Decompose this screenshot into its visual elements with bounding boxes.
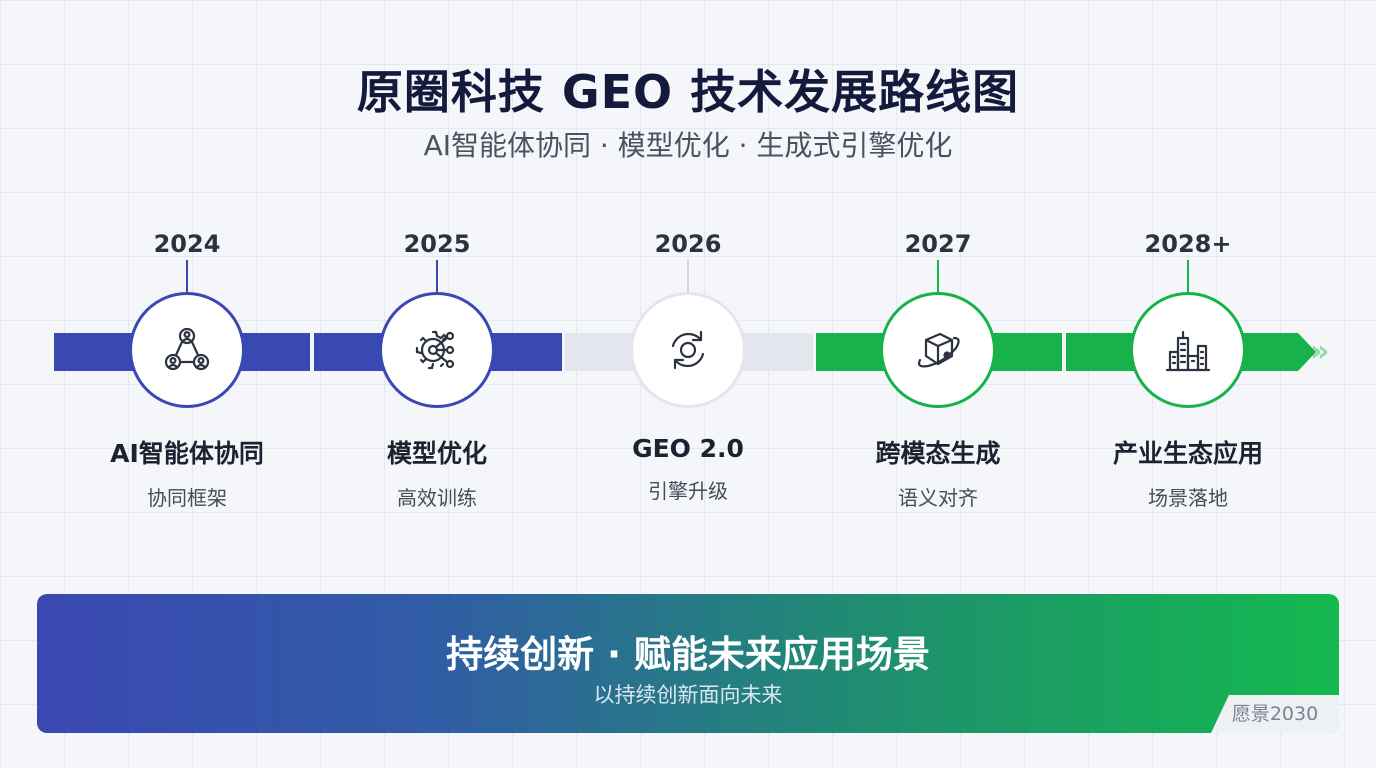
people-network-icon: [164, 327, 210, 371]
stage-title: 模型优化: [386, 439, 487, 468]
stage-year: 2024: [153, 230, 221, 258]
stage-circle: [379, 292, 495, 408]
stage-2024: 2024 AI智能体协同 协同框架: [77, 228, 297, 511]
stage-subtitle: 语义对齐: [898, 486, 978, 510]
stage-subtitle: 场景落地: [1148, 486, 1228, 510]
banner-subtitle: 以持续创新面向未来: [593, 683, 783, 707]
stage-subtitle: 高效训练: [397, 486, 477, 510]
stage-stem: [937, 260, 939, 292]
stage-circle: [880, 292, 996, 408]
stage-stem: [1187, 260, 1189, 292]
stage-title: 跨模态生成: [875, 439, 1001, 468]
stage-year: 2025: [403, 230, 471, 258]
stage-subtitle: 协同框架: [147, 486, 227, 510]
banner-title: 持续创新 · 赋能未来应用场景: [446, 633, 930, 676]
stage-year: 2028+: [1144, 230, 1232, 258]
stage-stem: [186, 260, 188, 292]
city-buildings-icon: [1165, 330, 1211, 372]
stage-2027: 2027 跨模态生成 语义对齐: [828, 228, 1048, 511]
vision-tag: 愿景2030: [1211, 695, 1339, 733]
stage-year: 2026: [654, 230, 722, 258]
stage-circle: [630, 292, 746, 408]
timeline-arrow-head: [1298, 333, 1316, 371]
stage-stem: [687, 260, 689, 292]
stage-circle: [1130, 292, 1246, 408]
stage-title: 产业生态应用: [1112, 439, 1263, 468]
stage-title: GEO 2.0: [632, 434, 744, 463]
vision-banner: 持续创新 · 赋能未来应用场景 以持续创新面向未来 愿景2030: [37, 594, 1339, 733]
stage-subtitle: 引擎升级: [648, 479, 728, 503]
stage-title: AI智能体协同: [110, 439, 264, 468]
stage-circle: [129, 292, 245, 408]
stage-year: 2027: [904, 230, 972, 258]
cube-orbit-icon: [917, 332, 960, 368]
refresh-cycle-icon: [671, 330, 705, 370]
stage-2025: 2025 模型优化 高效训练: [327, 228, 547, 511]
gear-network-icon: [415, 330, 455, 370]
stage-stem: [436, 260, 438, 292]
chevron-arrows-icon: »: [1310, 334, 1330, 369]
page-title: 原圈科技 GEO 技术发展路线图: [356, 65, 1020, 119]
page-subtitle: AI智能体协同 · 模型优化 · 生成式引擎优化: [423, 129, 953, 162]
stage-2028: 2028+ 产业生态应用 场景落地: [1078, 228, 1298, 511]
stage-2026: 2026 GEO 2.0 引擎升级: [578, 228, 798, 504]
